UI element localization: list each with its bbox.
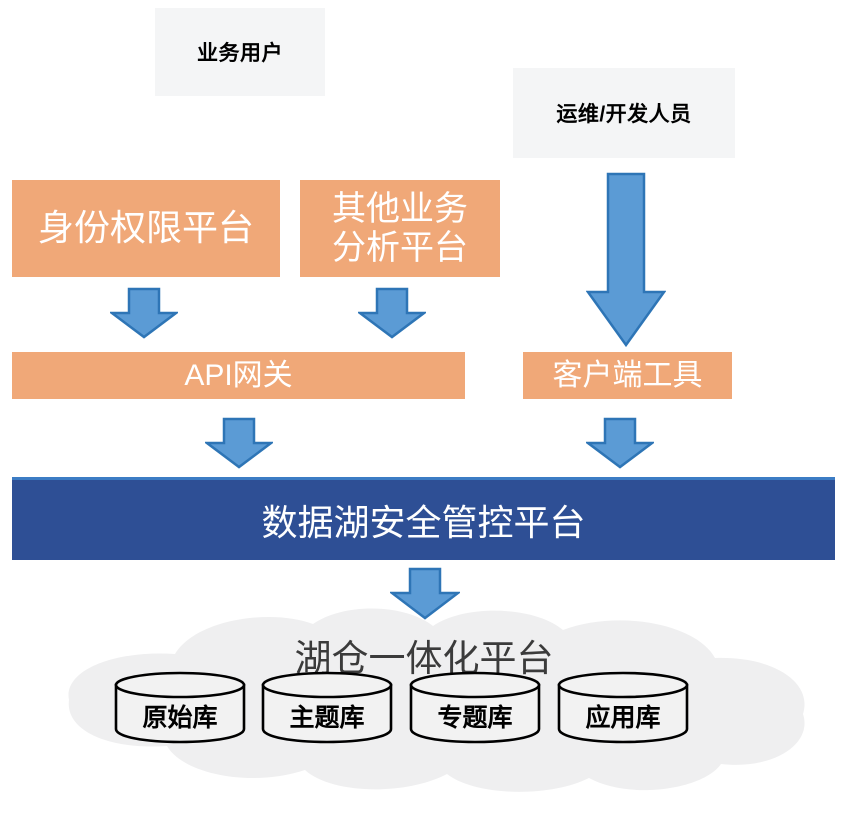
database-cylinder-subject-db: 主题库 <box>260 670 394 744</box>
arrow-gateway-to-core-icon <box>205 417 273 469</box>
platform-box-identity-platform: 身份权限平台 <box>12 180 280 277</box>
core-platform-band: 数据湖安全管控平台 <box>12 477 835 560</box>
actor-box-business-user: 业务用户 <box>155 8 325 96</box>
platform-label-client-tools: 客户端工具 <box>552 358 703 392</box>
platform-label-other-analysis-line2: 分析平台 <box>332 228 468 267</box>
platform-box-client-tools: 客户端工具 <box>523 352 732 399</box>
core-platform-label: 数据湖安全管控平台 <box>261 502 586 543</box>
platform-box-api-gateway: API网关 <box>12 352 465 399</box>
platform-label-api-gateway: API网关 <box>184 358 293 392</box>
arrow-client-tools-to-core-icon <box>586 417 654 469</box>
actor-box-ops-dev: 运维/开发人员 <box>513 68 735 158</box>
actor-label-business-user: 业务用户 <box>197 42 283 65</box>
database-label-subject-db: 主题库 <box>289 704 365 732</box>
platform-label-identity-platform: 身份权限平台 <box>37 207 254 249</box>
database-label-application-db: 应用库 <box>585 704 661 732</box>
actor-label-ops-dev: 运维/开发人员 <box>556 103 692 126</box>
arrow-core-to-lakehouse-icon <box>390 567 460 620</box>
database-cylinder-application-db: 应用库 <box>556 670 690 744</box>
platform-label-other-analysis-line1: 其他业务 <box>332 190 468 229</box>
arrow-other-analysis-to-gateway-icon <box>358 287 426 339</box>
arrow-identity-to-gateway-icon <box>110 287 178 339</box>
database-cylinder-raw-db: 原始库 <box>113 670 247 744</box>
platform-box-other-analysis-platform: 其他业务 分析平台 <box>300 180 500 277</box>
database-cylinder-thematic-db: 专题库 <box>408 670 542 744</box>
database-label-thematic-db: 专题库 <box>437 704 513 732</box>
arrow-opsdev-to-client-tools-icon <box>586 172 666 348</box>
database-label-raw-db: 原始库 <box>142 704 218 732</box>
